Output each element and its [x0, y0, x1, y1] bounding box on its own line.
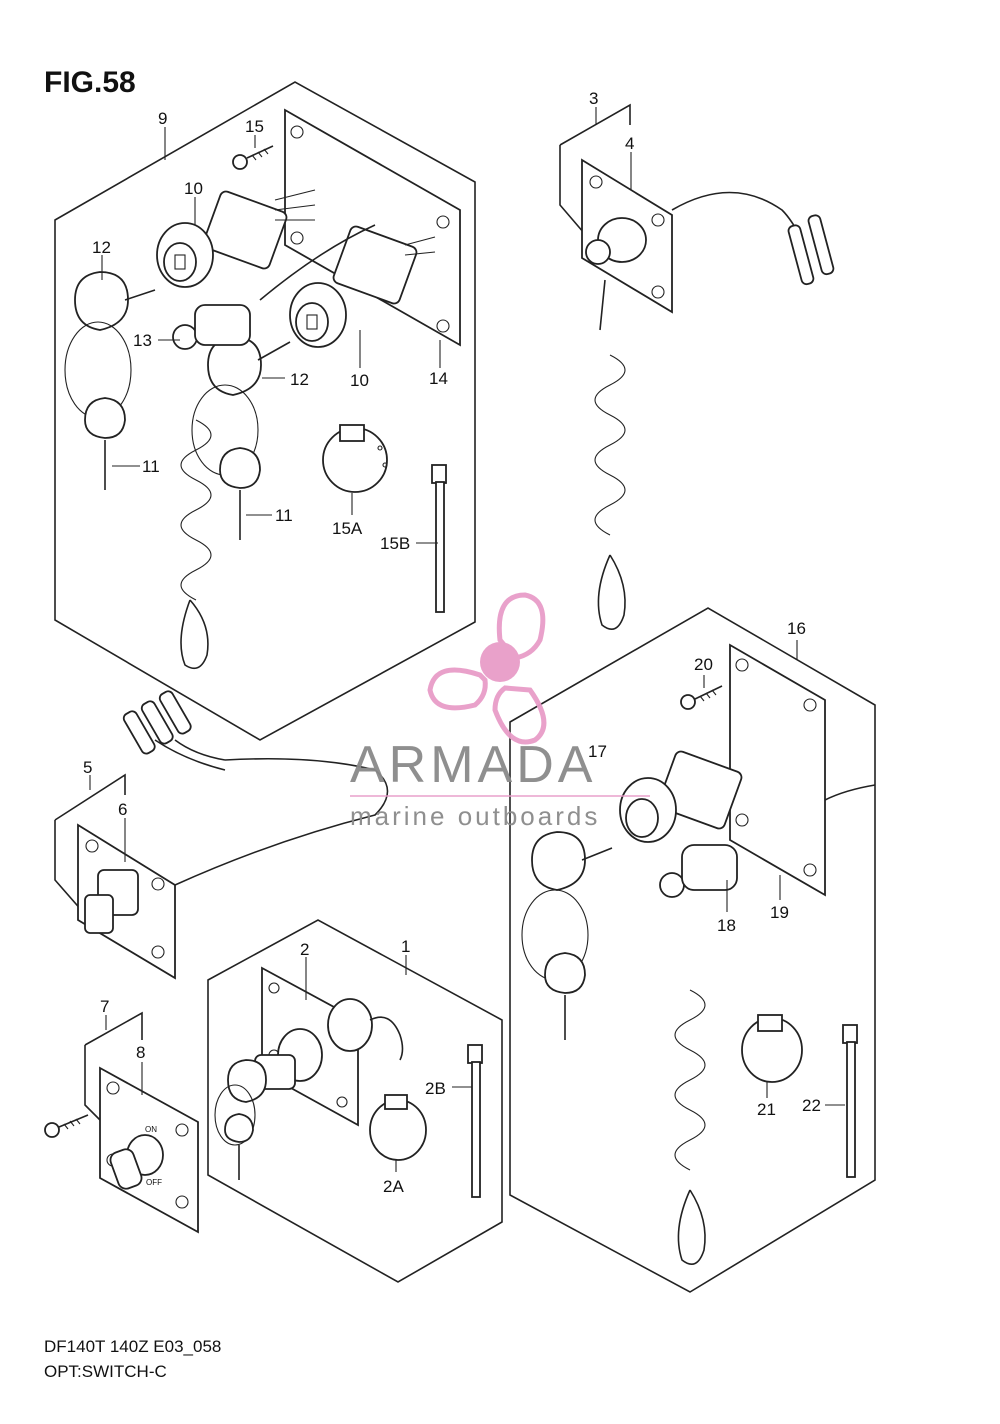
key-set-right — [191, 336, 291, 540]
stop-switch-13 — [172, 304, 251, 670]
assembly-5 — [54, 690, 389, 980]
assembly-16 — [509, 607, 876, 1293]
switch-on-label: ON — [145, 1125, 157, 1134]
panel-plate-14 — [284, 108, 461, 347]
watermark-tagline: marine outboards — [350, 801, 600, 831]
stop-switch-18 — [659, 844, 738, 1266]
callout-5: 5 — [83, 758, 92, 777]
panel-plate-19 — [729, 643, 826, 897]
callout-6: 6 — [118, 800, 127, 819]
ignition-switch-10-lower — [289, 225, 436, 348]
callout-22: 22 — [802, 1096, 821, 1115]
callout-14: 14 — [429, 369, 448, 388]
callout-13: 13 — [133, 331, 152, 350]
callout-8: 8 — [136, 1043, 145, 1062]
callout-12-right: 12 — [290, 370, 309, 389]
screw-7 — [44, 1114, 89, 1138]
callout-11-right: 11 — [275, 506, 293, 525]
callout-9: 9 — [158, 109, 167, 128]
footer-model-code: DF140T 140Z E03_058 — [44, 1337, 221, 1356]
assembly-9-frame — [54, 81, 476, 741]
assembly-1 — [207, 919, 503, 1283]
cable-tie-2B — [467, 1044, 483, 1198]
screw-15 — [232, 145, 274, 170]
cap-15A — [322, 424, 388, 493]
key-set-17 — [521, 831, 613, 1040]
figure-title: FIG.58 — [44, 66, 136, 99]
assembly-3 — [559, 103, 835, 631]
footer-section-name: OPT:SWITCH-C — [44, 1362, 167, 1381]
callout-18: 18 — [717, 916, 736, 935]
callout-2: 2 — [300, 940, 309, 959]
callout-7: 7 — [100, 997, 109, 1016]
callout-21: 21 — [757, 1100, 776, 1119]
callouts: 9 15 10 12 13 12 10 14 11 11 15A 15B 3 4… — [83, 89, 821, 1196]
cable-tie-22 — [842, 1024, 858, 1178]
assembly-16-frame — [509, 607, 876, 1293]
callout-19: 19 — [770, 903, 789, 922]
watermark: ARMADA marine outboards — [350, 592, 650, 831]
ignition-switch-10-upper — [156, 189, 316, 288]
callout-10-lower: 10 — [350, 371, 369, 390]
callout-10-upper: 10 — [184, 179, 203, 198]
assembly-9 — [54, 81, 476, 741]
cap-2A — [369, 1094, 427, 1161]
watermark-brand: ARMADA — [350, 736, 596, 794]
callout-20: 20 — [694, 655, 713, 674]
assembly-1-frame — [207, 919, 503, 1283]
callout-15: 15 — [245, 117, 264, 136]
callout-15B: 15B — [380, 534, 410, 553]
callout-1: 1 — [401, 937, 410, 956]
assembly-7: ON OFF — [44, 1011, 199, 1234]
callout-17: 17 — [588, 742, 607, 761]
callout-15A: 15A — [332, 519, 363, 538]
callout-3: 3 — [589, 89, 598, 108]
callout-11-left: 11 — [142, 457, 160, 476]
key-2 — [214, 1059, 267, 1180]
ignition-switch-17 — [619, 750, 743, 843]
callout-16: 16 — [787, 619, 806, 638]
callout-4: 4 — [625, 134, 634, 153]
screw-20 — [680, 685, 723, 710]
callout-2A: 2A — [383, 1177, 404, 1196]
propeller-logo-icon — [427, 592, 547, 745]
switch-off-label: OFF — [146, 1178, 162, 1187]
callout-2B: 2B — [425, 1079, 446, 1098]
cable-tie-15B — [431, 464, 447, 613]
key-set-left — [64, 271, 156, 490]
callout-12-left: 12 — [92, 238, 111, 257]
cap-21 — [741, 1014, 803, 1083]
